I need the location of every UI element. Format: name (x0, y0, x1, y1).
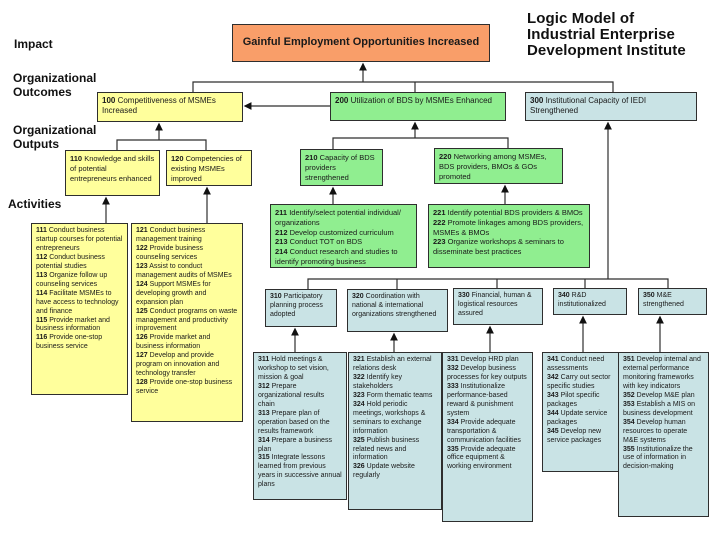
activity-group-211: 211 Identify/select potential individual… (270, 204, 417, 268)
outcome-box-200: 200 Utilization of BDS by MSMEs Enhanced (330, 92, 506, 121)
output-box-220: 220 Networking among MSMEs, BDS provider… (434, 148, 563, 184)
output-box-350: 350 M&E strengthened (638, 288, 707, 315)
impact-box: Gainful Employment Opportunities Increas… (232, 24, 490, 62)
activity-group-121: 121 Conduct business management training… (131, 223, 243, 422)
row-label-impact: Impact (14, 37, 53, 51)
activity-group-221: 221 Identify potential BDS providers & B… (428, 204, 590, 268)
outcome-box-300: 300 Institutional Capacity of IEDI Stren… (525, 92, 697, 121)
output-box-320: 320 Coordination with national & interna… (347, 289, 448, 332)
activity-group-311: 311 Hold meetings & workshop to set visi… (253, 352, 347, 500)
row-label-organizational-outputs: Organizational Outputs (13, 123, 97, 152)
row-label-organizational-outcomes: Organizational Outcomes (13, 71, 97, 100)
outcome-box-100: 100 Competitiveness of MSMEs Increased (97, 92, 243, 122)
output-box-110: 110 Knowledge and skills of potential en… (65, 150, 160, 196)
output-box-340: 340 R&D institutionalized (553, 288, 627, 315)
output-box-210: 210 Capacity of BDS providers strengthen… (300, 149, 383, 186)
activity-group-111: 111 Conduct business startup courses for… (31, 223, 128, 395)
slide-title: Logic Model of Industrial Enterprise Dev… (527, 10, 686, 59)
activity-group-321: 321 Establish an external relations desk… (348, 352, 442, 510)
output-box-310: 310 Participatory planning process adopt… (265, 289, 337, 327)
activity-group-351: 351 Develop internal and external perfor… (618, 352, 709, 517)
row-label-activities: Activities (8, 197, 62, 211)
output-box-330: 330 Financial, human & logistical resour… (453, 288, 543, 325)
output-box-120: 120 Competencies of existing MSMEs impro… (166, 150, 252, 186)
